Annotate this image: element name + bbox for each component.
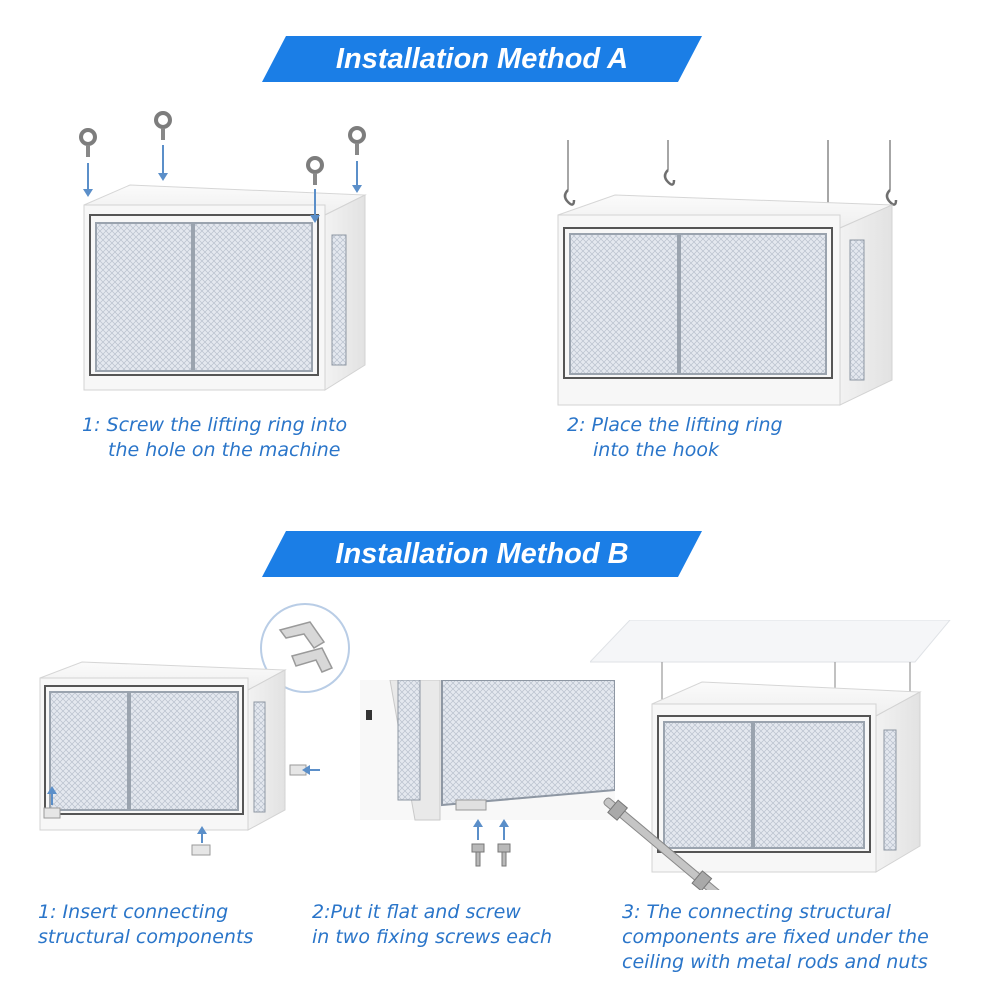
banner-shape: [262, 36, 702, 82]
caption-line: 2:Put it flat and screw: [312, 901, 521, 923]
up-arrow-icon: [47, 765, 320, 843]
air-purifier-unit: [83, 184, 367, 391]
illustration-a2: [550, 140, 900, 410]
banner-shape: [262, 531, 702, 577]
caption-line: 3: The connecting structural: [622, 901, 891, 923]
caption-line: 1: Screw the lifting ring into: [82, 414, 348, 436]
method-a-banner: Installation Method A: [262, 36, 702, 82]
illustration-a1: [70, 105, 390, 400]
lifting-ring-icon: [79, 111, 366, 185]
method-b-step-1-caption: 1: Insert connecting structural componen…: [38, 900, 253, 950]
illustration-b3: [588, 619, 960, 899]
caption-line: the hole on the machine: [108, 439, 341, 461]
air-purifier-unit: [651, 681, 922, 873]
caption-line: components are fixed under the: [622, 926, 929, 948]
caption-line: into the hook: [593, 439, 719, 461]
caption-line: in two fixing screws each: [312, 926, 553, 948]
metal-rod-icon: [603, 797, 723, 899]
method-b-step-3-caption: 3: The connecting structural components …: [622, 900, 929, 975]
method-b-banner: Installation Method B: [262, 531, 702, 577]
screw-icon: [471, 843, 511, 867]
caption-line: structural components: [38, 926, 254, 948]
down-arrow-icon: [83, 145, 362, 223]
caption-line: 2: Place the lifting ring: [567, 414, 783, 436]
method-b-step-2-caption: 2:Put it flat and screw in two fixing sc…: [312, 900, 552, 950]
method-a-step-2-caption: 2: Place the lifting ring into the hook: [567, 413, 783, 463]
air-purifier-unit: [557, 194, 893, 406]
ceiling-panel: [588, 619, 952, 663]
illustration-b2: [360, 679, 616, 870]
method-a-step-1-caption: 1: Screw the lifting ring into the hole …: [82, 413, 347, 463]
method-a-title: Installation Method A: [335, 43, 629, 75]
caption-line: ceiling with metal rods and nuts: [622, 951, 928, 973]
caption-line: 1: Insert connecting: [38, 901, 229, 923]
air-purifier-unit: [39, 661, 287, 831]
up-arrow-icon: [473, 819, 509, 840]
bracket-icon: [278, 621, 334, 673]
method-b-title: Installation Method B: [335, 538, 629, 570]
illustration-b1: [30, 600, 350, 860]
unit-corner-closeup: [360, 679, 616, 821]
